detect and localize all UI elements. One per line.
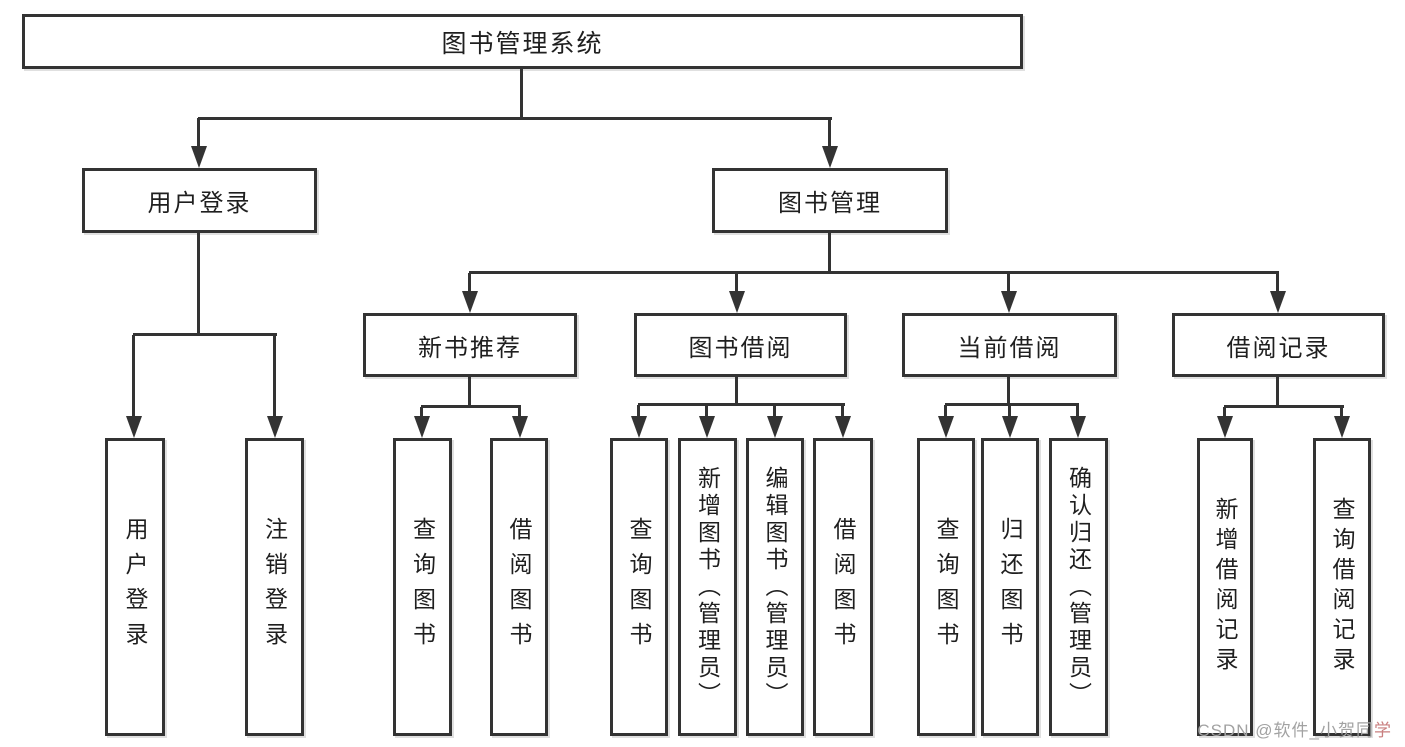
connector-to-leaf-logout (273, 335, 276, 417)
leaf-query-borrow-record: 查询借阅记录 (1313, 438, 1371, 736)
connector-to-leaf-borrow1 (518, 407, 521, 418)
connector-bookmgmt-branch (469, 271, 1279, 274)
node-current-borrow: 当前借阅 (902, 313, 1117, 377)
node-root: 图书管理系统 (22, 14, 1023, 69)
leaf-add-borrow-record: 新增借阅记录 (1197, 438, 1253, 736)
node-book-borrow: 图书借阅 (634, 313, 847, 377)
node-book-management: 图书管理 (712, 168, 948, 233)
arrowhead-leaf-add-book (699, 416, 715, 438)
leaf-query-books-recommend: 查询图书 (393, 438, 452, 736)
connector-to-user-login (197, 118, 200, 148)
connector-to-leaf-add-record (1223, 407, 1226, 418)
connector-to-new-book (468, 273, 471, 293)
arrowhead-leaf-add-record (1217, 416, 1233, 438)
arrowhead-user-login (191, 146, 207, 168)
leaf-logout: 注销登录 (245, 438, 304, 736)
leaf-return-books: 归还图书 (981, 438, 1039, 736)
connector-to-leaf-confirm (1076, 405, 1079, 418)
arrowhead-leaf-query2 (631, 416, 647, 438)
connector-newbook-stub (468, 377, 471, 408)
connector-currentborrow-stub (1007, 377, 1010, 406)
connector-to-book-borrow (735, 273, 738, 293)
connector-bookborrow-branch (638, 403, 845, 406)
connector-records-stub (1276, 377, 1279, 408)
connector-to-leaf-query3 (944, 405, 947, 418)
arrowhead-new-book (462, 291, 478, 313)
connector-to-leaf-return (1008, 405, 1011, 418)
connector-to-borrow-records (1276, 273, 1279, 293)
arrowhead-leaf-return (1002, 416, 1018, 438)
arrowhead-leaf-edit-book (767, 416, 783, 438)
watermark-text: CSDN @软件_小贺同 (1197, 721, 1374, 740)
watermark-accent-text: 学 (1374, 721, 1392, 740)
leaf-query-books-current: 查询图书 (917, 438, 975, 736)
leaf-borrow-books-recommend: 借阅图书 (490, 438, 548, 736)
arrowhead-leaf-query3 (938, 416, 954, 438)
leaf-confirm-return-admin: 确认归还（管理员） (1049, 438, 1108, 736)
leaf-edit-books-admin: 编辑图书（管理员） (746, 438, 804, 736)
arrowhead-book-management (822, 146, 838, 168)
connector-root-stub (520, 67, 523, 119)
connector-to-leaf-edit-book (773, 405, 776, 418)
connector-bookmgmt-stub (828, 233, 831, 273)
connector-currentborrow-branch (945, 403, 1079, 406)
leaf-borrow-books: 借阅图书 (813, 438, 873, 736)
arrowhead-leaf-confirm (1070, 416, 1086, 438)
arrowhead-leaf-query-record (1334, 416, 1350, 438)
connector-to-book-management (828, 118, 831, 148)
node-new-book-recommend: 新书推荐 (363, 313, 577, 377)
node-user-login: 用户登录 (82, 168, 317, 233)
connector-to-leaf-query-record (1340, 407, 1343, 418)
connector-to-leaf-login (132, 335, 135, 417)
connector-to-leaf-query2 (637, 405, 640, 418)
connector-newbook-branch (421, 405, 521, 408)
connector-userlogin-stub (197, 233, 200, 336)
connector-bookborrow-stub (735, 377, 738, 406)
arrowhead-borrow-records (1270, 291, 1286, 313)
node-borrow-records: 借阅记录 (1172, 313, 1385, 377)
connector-userlogin-branch (133, 333, 277, 336)
arrowhead-leaf-logout (267, 416, 283, 438)
connector-to-leaf-borrow2 (841, 405, 844, 418)
connector-records-branch (1224, 405, 1344, 408)
arrowhead-leaf-query1 (414, 416, 430, 438)
arrowhead-leaf-borrow2 (835, 416, 851, 438)
leaf-user-login: 用户登录 (105, 438, 165, 736)
connector-to-leaf-add-book (705, 405, 708, 418)
csdn-watermark: CSDN @软件_小贺同学 (1197, 716, 1392, 741)
leaf-query-books-borrow: 查询图书 (610, 438, 668, 736)
arrowhead-book-borrow (729, 291, 745, 313)
connector-to-current-borrow (1007, 273, 1010, 293)
connector-root-branch (198, 117, 832, 120)
connector-to-leaf-query1 (420, 407, 423, 418)
arrowhead-current-borrow (1001, 291, 1017, 313)
arrowhead-leaf-borrow1 (512, 416, 528, 438)
leaf-add-books-admin: 新增图书（管理员） (678, 438, 737, 736)
arrowhead-leaf-login (126, 416, 142, 438)
